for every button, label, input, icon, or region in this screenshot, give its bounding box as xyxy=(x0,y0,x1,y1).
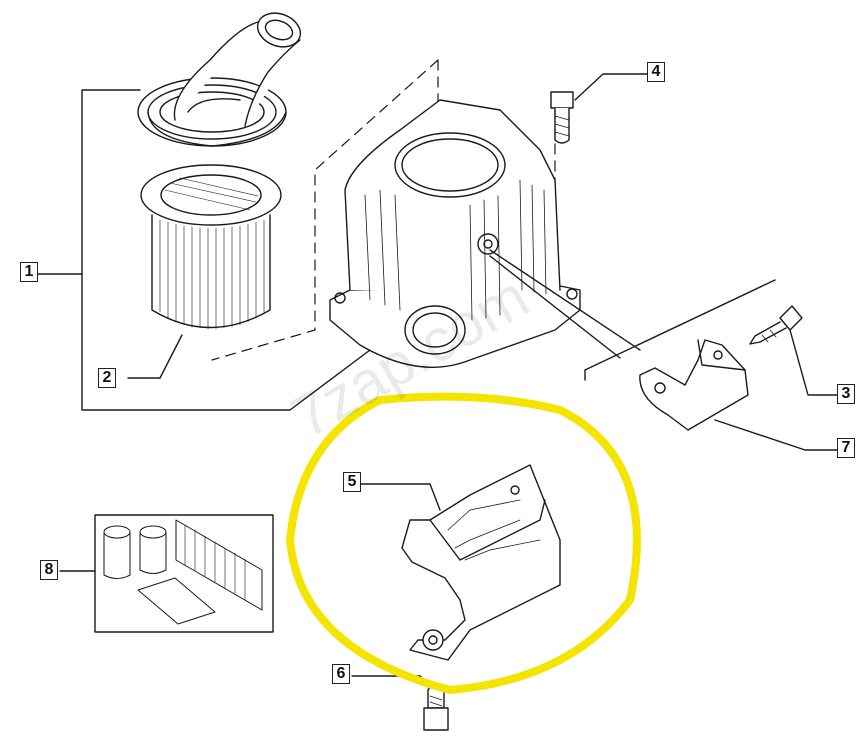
bolt-part-4 xyxy=(550,73,649,144)
mounting-bracket xyxy=(584,279,839,451)
callout-3[interactable]: 3 xyxy=(837,384,855,404)
air-filter-cartridge xyxy=(127,164,282,379)
callout-8[interactable]: 8 xyxy=(40,560,58,580)
callout-4[interactable]: 4 xyxy=(647,62,665,82)
callout-7[interactable]: 7 xyxy=(837,438,855,458)
callout-1[interactable]: 1 xyxy=(20,262,38,282)
callout-6[interactable]: 6 xyxy=(332,664,350,684)
highlight-ellipse xyxy=(286,392,641,694)
air-duct-cover xyxy=(137,12,302,147)
callout-5[interactable]: 5 xyxy=(343,472,361,492)
filter-kit-box xyxy=(59,514,274,633)
callout-2[interactable]: 2 xyxy=(98,368,116,388)
screw-part-3 xyxy=(749,305,839,396)
air-filter-housing xyxy=(329,99,641,368)
heat-shield-part-5 xyxy=(359,464,561,661)
